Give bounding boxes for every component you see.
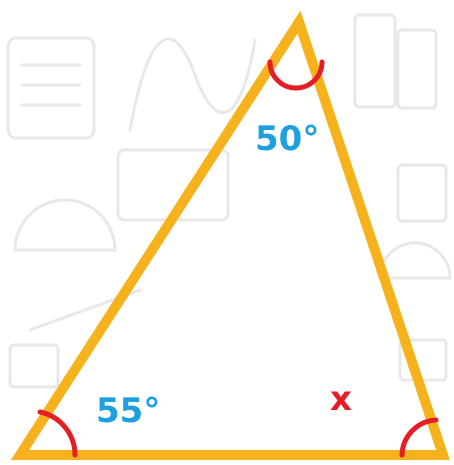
angle-label-bottom-left: 55° (96, 391, 161, 431)
stack-sketch (396, 163, 448, 223)
angle-arc-top (267, 59, 325, 91)
notebook-sketch (6, 36, 96, 140)
wave-graph-sketch (128, 37, 257, 132)
protractor-sketch (13, 198, 117, 252)
angle-label-unknown: x (330, 379, 352, 419)
background-sketches (6, 13, 452, 389)
angle-label-top: 50° (255, 119, 320, 159)
triangle (10, 10, 450, 460)
protractor-sketch (378, 241, 452, 280)
angle-arc-bottom-right (399, 417, 439, 458)
box-sketch (8, 343, 60, 389)
angle-arc-bottom-left (37, 409, 78, 458)
books-sketch (353, 13, 397, 109)
books-sketch (396, 28, 438, 110)
